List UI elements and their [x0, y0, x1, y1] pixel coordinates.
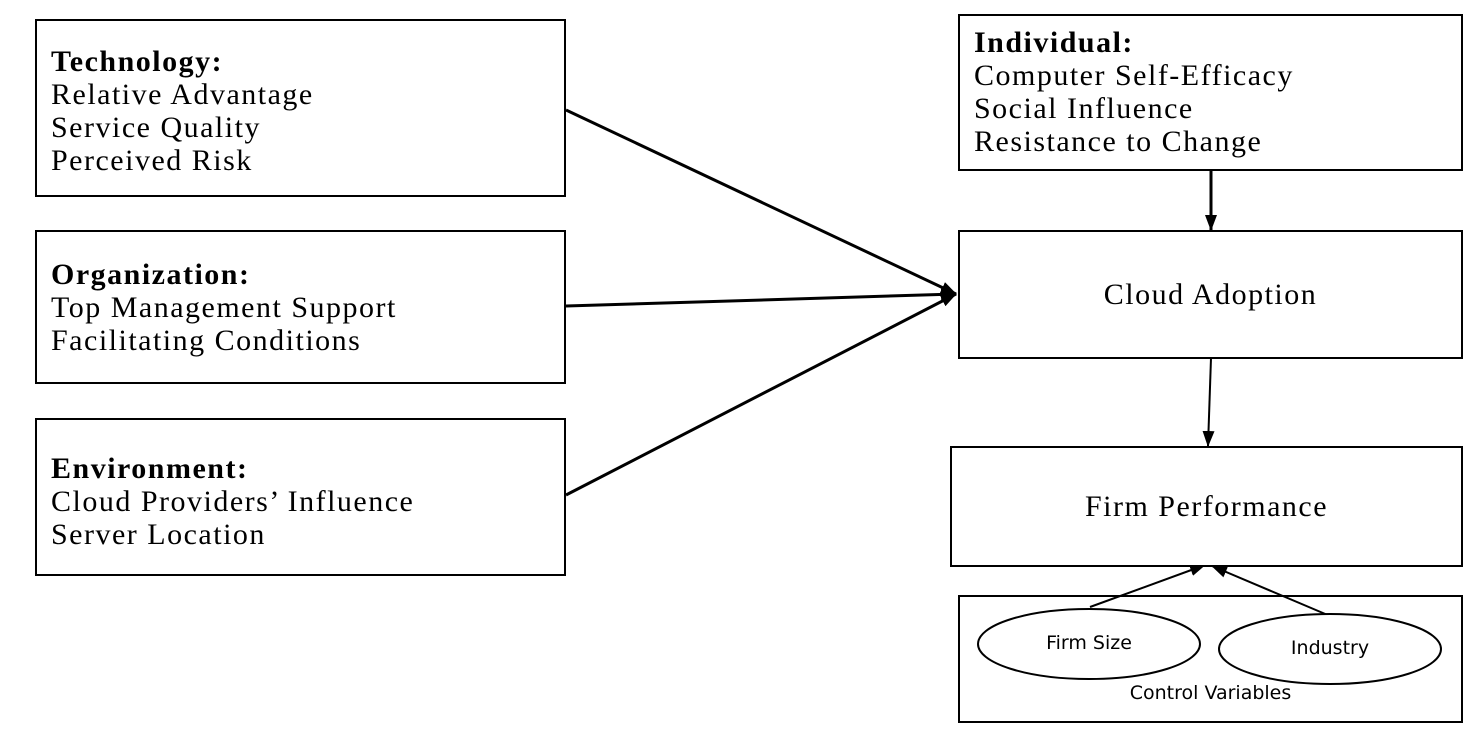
individual-item: Computer Self-Efficacy [974, 59, 1294, 92]
technology-item: Relative Advantage [51, 78, 314, 111]
technology-box: Technology: Relative Advantage Service Q… [35, 19, 566, 197]
firm-performance-box: Firm Performance [950, 446, 1463, 567]
arrow-environment-to-adoption [565, 292, 957, 497]
technology-item: Service Quality [51, 111, 261, 144]
industry-label: Industry [1290, 637, 1370, 659]
firm-size-label: Firm Size [1046, 632, 1132, 654]
individual-heading: Individual: [974, 26, 1134, 59]
individual-item: Social Influence [974, 92, 1194, 125]
organization-item: Top Management Support [51, 291, 397, 324]
environment-box: Environment: Cloud Providers’ Influence … [35, 418, 566, 576]
control-variables-caption: Control Variables [1129, 682, 1292, 704]
arrow-firmsize-to-performance [1089, 564, 1206, 608]
environment-item: Server Location [51, 518, 266, 551]
cloud-adoption-label: Cloud Adoption [1103, 277, 1318, 311]
technology-heading: Technology: [51, 45, 224, 78]
organization-item: Facilitating Conditions [51, 324, 362, 357]
control-variables-box [958, 595, 1463, 723]
arrow-adoption-to-performance [1202, 357, 1215, 447]
environment-heading: Environment: [51, 452, 249, 485]
arrow-industry-to-performance [1211, 565, 1331, 617]
individual-item: Resistance to Change [974, 125, 1263, 158]
arrow-technology-to-adoption [565, 108, 957, 296]
firm-performance-label: Firm Performance [1084, 489, 1329, 523]
industry-ellipse [1218, 613, 1442, 685]
individual-box: Individual: Computer Self-Efficacy Socia… [958, 14, 1463, 171]
cloud-adoption-box: Cloud Adoption [958, 230, 1463, 359]
organization-box: Organization: Top Management Support Fac… [35, 230, 566, 384]
firm-size-ellipse [977, 608, 1201, 680]
technology-item: Perceived Risk [51, 144, 253, 177]
arrow-organization-to-adoption [565, 288, 957, 308]
environment-item: Cloud Providers’ Influence [51, 485, 415, 518]
organization-heading: Organization: [51, 258, 251, 291]
